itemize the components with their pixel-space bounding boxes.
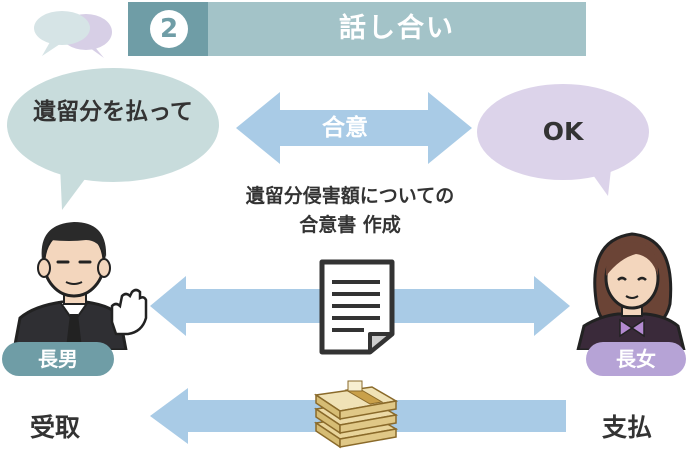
speech-bubbles bbox=[7, 68, 649, 210]
right-speech-bubble bbox=[477, 84, 649, 180]
step-number-badge: 2 bbox=[150, 10, 188, 48]
chat-bubbles-icon bbox=[34, 11, 112, 58]
right-bubble-tail bbox=[588, 160, 612, 196]
right-bubble-text: OK bbox=[542, 117, 584, 146]
header-title: 話し合い bbox=[339, 13, 455, 44]
left-bubble-text: 遺留分を払って bbox=[33, 99, 193, 125]
document-icon bbox=[319, 259, 395, 355]
left-speech-bubble bbox=[7, 68, 219, 182]
man-in-suit-icon bbox=[12, 222, 148, 350]
document-title-line1: 遺留分侵害額についての bbox=[245, 185, 455, 207]
left-bubble-tail bbox=[60, 165, 88, 210]
hand-icon bbox=[110, 288, 148, 336]
right-person-badge: 長女 bbox=[586, 342, 686, 376]
money-stack-icon bbox=[313, 380, 399, 449]
left-person-badge: 長男 bbox=[2, 342, 114, 376]
agreement-label: 合意 bbox=[322, 115, 368, 141]
document-title: 遺留分侵害額についての 合意書 作成 bbox=[190, 182, 510, 240]
receive-label: 受取 bbox=[30, 413, 81, 442]
woman-icon bbox=[576, 232, 686, 350]
agreement-double-arrow bbox=[236, 92, 472, 164]
pay-label: 支払 bbox=[602, 413, 653, 442]
document-title-line2: 合意書 作成 bbox=[299, 214, 401, 236]
